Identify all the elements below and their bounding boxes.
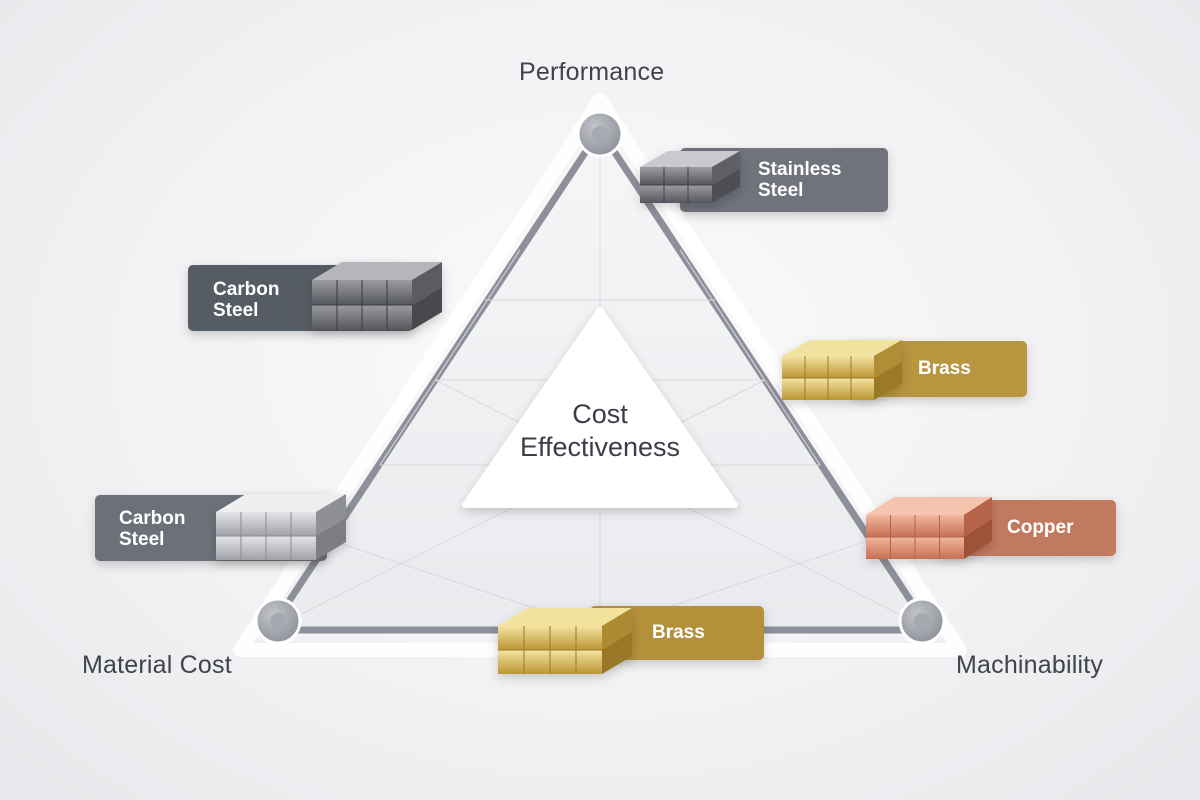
node-material-cost bbox=[254, 597, 302, 645]
callout-label-stainless-steel: Stainless Steel bbox=[758, 159, 841, 201]
vertex-label-material-cost: Material Cost bbox=[82, 651, 232, 679]
center-label-line1: Cost bbox=[572, 399, 628, 429]
callout-line2: Steel bbox=[119, 529, 165, 550]
node-performance bbox=[576, 110, 624, 158]
callout-line1: Copper bbox=[1007, 517, 1074, 538]
callout-line2: Steel bbox=[758, 180, 804, 201]
vertex-label-machinability: Machinability bbox=[956, 651, 1104, 679]
node-machinability bbox=[898, 597, 946, 645]
callout-line2: Steel bbox=[213, 300, 259, 321]
callout-label-brass-right: Brass bbox=[918, 358, 971, 379]
callout-label-copper: Copper bbox=[1007, 517, 1074, 538]
metal-bar-stack-icon bbox=[640, 151, 740, 203]
metal-bar-stack-icon bbox=[216, 494, 346, 560]
callout-label-brass-bottom: Brass bbox=[652, 622, 705, 643]
metal-bar-stack-icon bbox=[312, 262, 442, 330]
metal-bar-stack-icon bbox=[498, 608, 632, 674]
callout-line1: Carbon bbox=[213, 279, 280, 300]
callout-label-carbon-steel-upper: Carbon Steel bbox=[213, 279, 280, 321]
center-triangle bbox=[462, 307, 738, 508]
center-label-line2: Effectiveness bbox=[519, 432, 681, 462]
metal-bar-stack-icon bbox=[866, 497, 992, 559]
center-label: Cost Effectiveness bbox=[470, 398, 730, 464]
metal-bar-stack-icon bbox=[782, 340, 902, 400]
vertex-label-performance: Performance bbox=[519, 58, 665, 86]
callout-line1: Brass bbox=[652, 622, 705, 643]
callout-line1: Carbon bbox=[119, 508, 186, 529]
callout-line1: Stainless bbox=[758, 159, 842, 180]
callout-box-brass-bottom bbox=[590, 606, 764, 660]
callout-line1: Brass bbox=[918, 358, 971, 379]
callout-label-carbon-steel-lower: Carbon Steel bbox=[119, 508, 186, 550]
